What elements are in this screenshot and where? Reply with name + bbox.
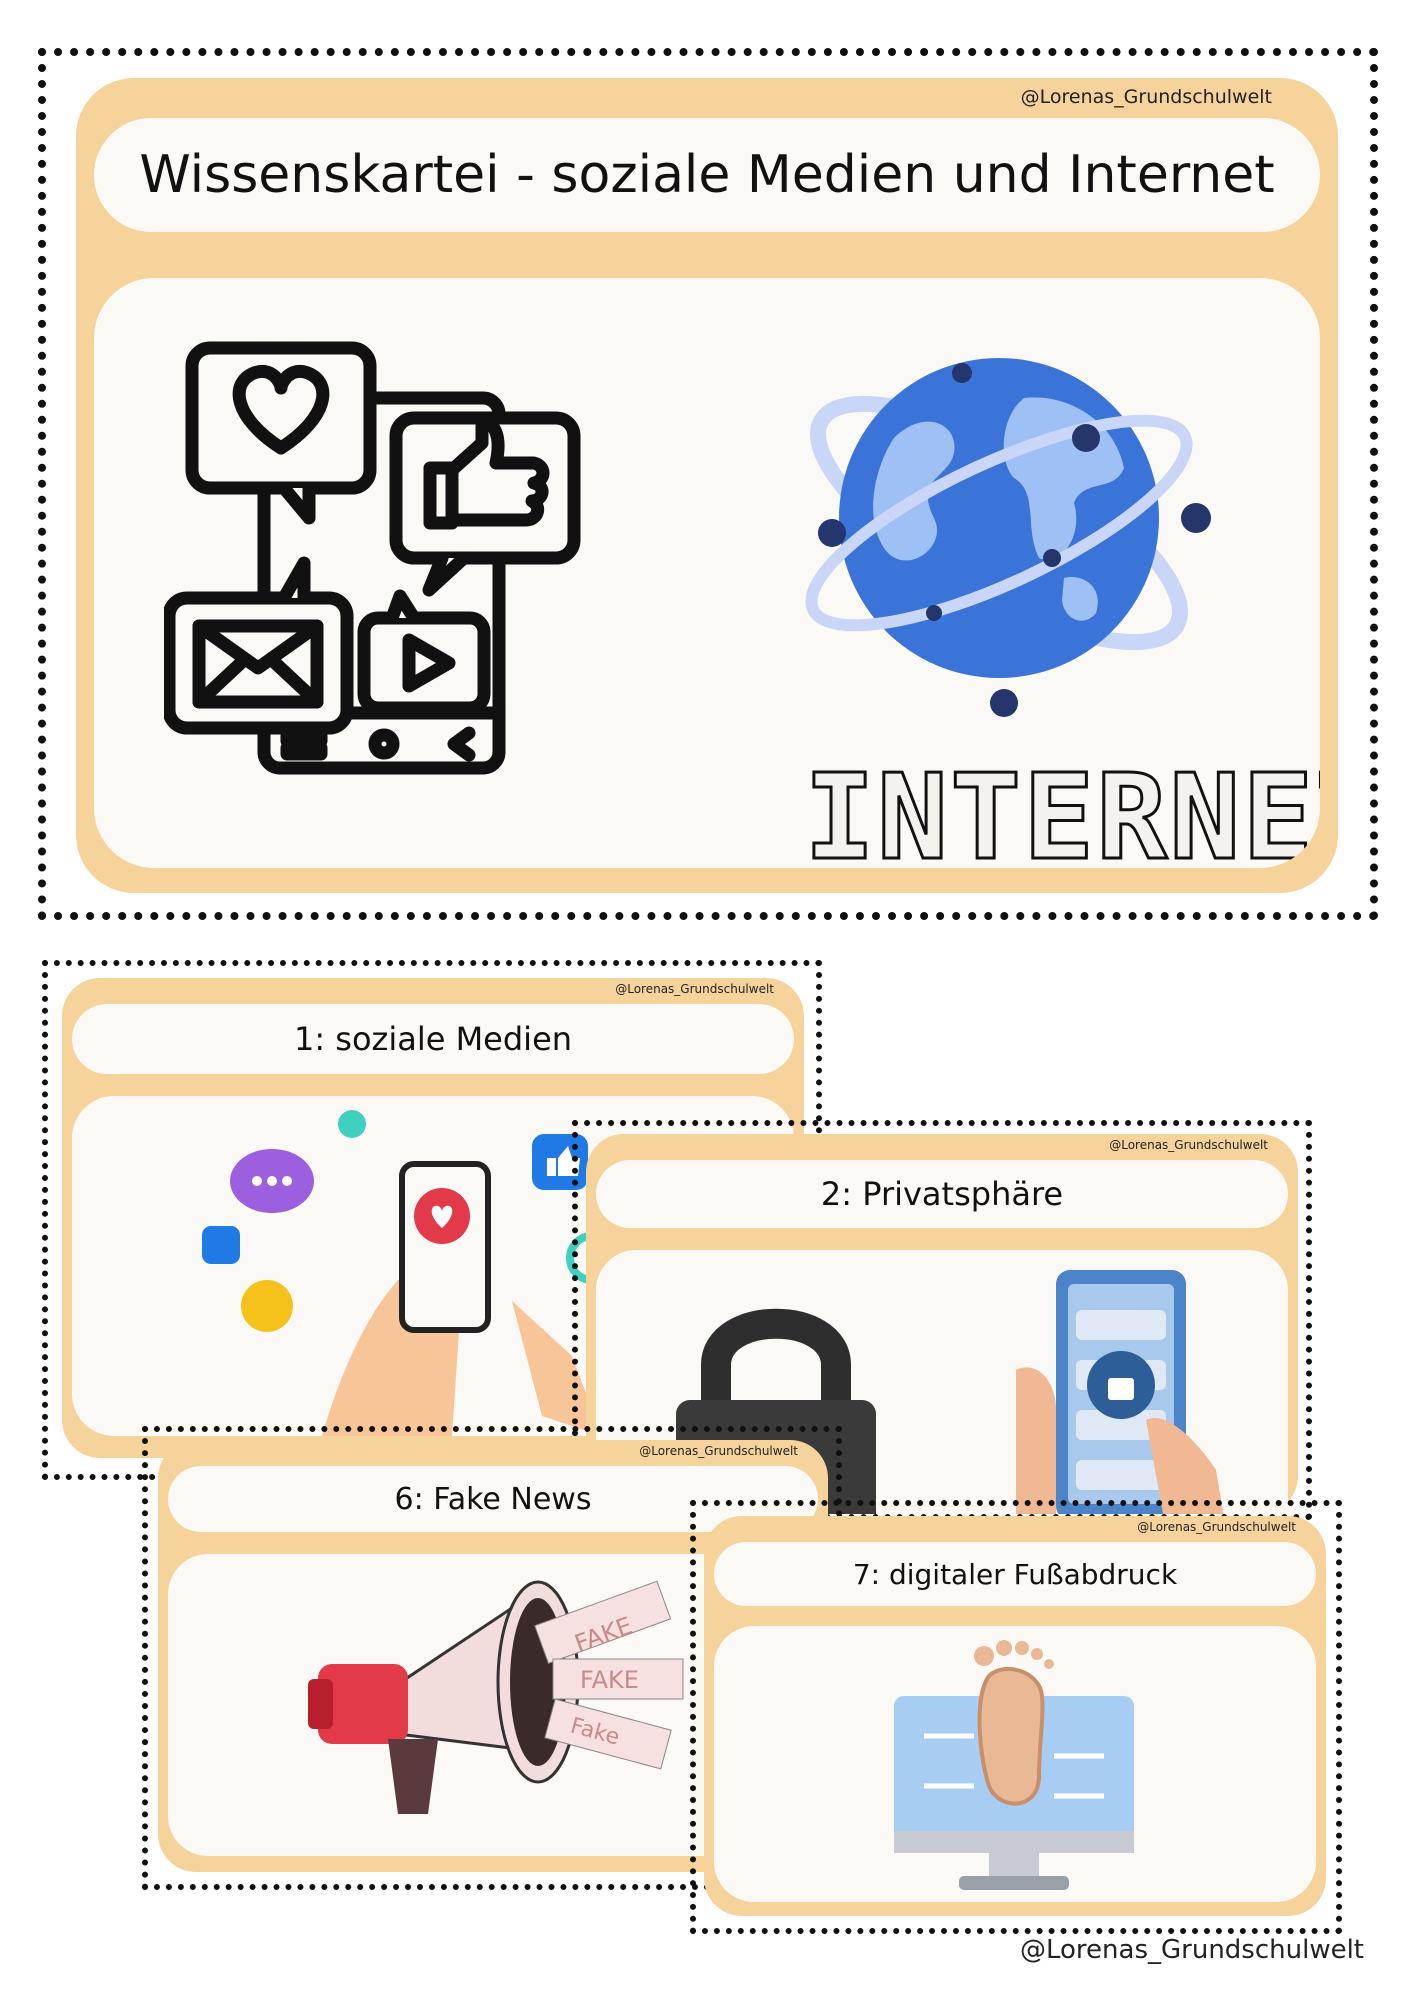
main-card-image-panel: INTERNET bbox=[94, 278, 1320, 868]
internet-label: INTERNET bbox=[802, 747, 1320, 869]
card-2-credit: @Lorenas_Grundschulwelt bbox=[1109, 1138, 1268, 1152]
main-card-credit: @Lorenas_Grundschulwelt bbox=[1020, 86, 1272, 108]
card-7-image-panel bbox=[714, 1626, 1316, 1902]
card-7-title-bar: 7: digitaler Fußabdruck bbox=[714, 1542, 1316, 1606]
card-1-title: 1: soziale Medien bbox=[293, 1020, 573, 1058]
footprint-monitor-icon bbox=[894, 1636, 1134, 1896]
main-card-title-bar: Wissenskartei - soziale Medien und Inter… bbox=[94, 118, 1320, 232]
globe-icon bbox=[784, 328, 1224, 728]
card-7: @Lorenas_Grundschulwelt 7: digitaler Fuß… bbox=[704, 1516, 1326, 1916]
hand-phone-social-icon bbox=[202, 1106, 622, 1436]
megaphone-icon: FAKE FAKE Fake bbox=[308, 1564, 688, 1854]
social-media-phone-icon bbox=[164, 328, 644, 808]
page-title: Wissenskartei - soziale Medien und Inter… bbox=[139, 145, 1275, 205]
card-6-credit: @Lorenas_Grundschulwelt bbox=[639, 1444, 798, 1458]
phone-privacy-icon bbox=[1016, 1270, 1236, 1514]
main-card-dotted-frame bbox=[38, 48, 1378, 920]
card-2-title-bar: 2: Privatsphäre bbox=[596, 1160, 1288, 1228]
card-1-title-bar: 1: soziale Medien bbox=[72, 1004, 794, 1074]
svg-text:FAKE: FAKE bbox=[580, 1666, 639, 1694]
card-7-dotted-frame bbox=[690, 1500, 1342, 1934]
main-card: @Lorenas_Grundschulwelt Wissenskartei - … bbox=[76, 78, 1338, 893]
card-7-title: 7: digitaler Fußabdruck bbox=[852, 1557, 1178, 1591]
footer-credit: @Lorenas_Grundschulwelt bbox=[1020, 1935, 1365, 1965]
card-1-credit: @Lorenas_Grundschulwelt bbox=[615, 982, 774, 996]
card-6-title: 6: Fake News bbox=[394, 1481, 592, 1517]
card-6-title-bar: 6: Fake News bbox=[168, 1466, 818, 1532]
card-1: @Lorenas_Grundschulwelt 1: soziale Medie… bbox=[62, 978, 804, 1458]
card-7-credit: @Lorenas_Grundschulwelt bbox=[1137, 1520, 1296, 1534]
card-2-title: 2: Privatsphäre bbox=[820, 1175, 1064, 1213]
